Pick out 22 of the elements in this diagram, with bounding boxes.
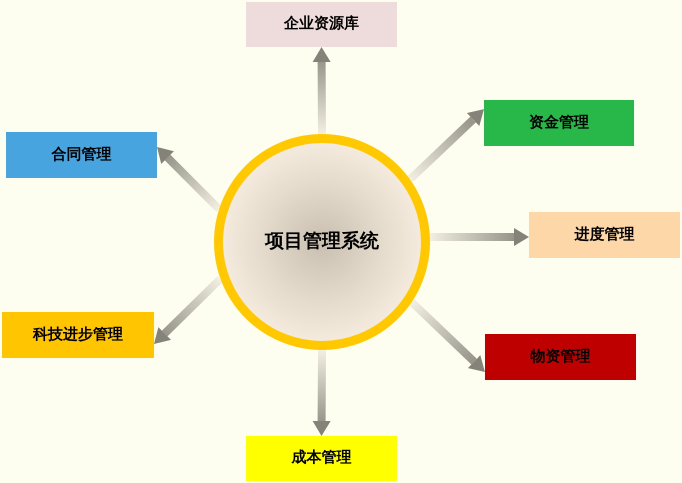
module-box — [485, 334, 636, 380]
arrow — [154, 276, 224, 344]
arrow — [407, 109, 484, 182]
arrow — [430, 228, 529, 246]
module-title: 成本管理 — [292, 450, 352, 467]
arrow — [312, 350, 331, 436]
arrow — [157, 146, 222, 212]
module-title: 合同管理 — [52, 146, 112, 164]
module-box — [529, 212, 680, 258]
module-box — [246, 2, 397, 47]
arrow — [312, 47, 331, 134]
module-box — [2, 312, 154, 358]
module-title: 企业资源库 — [284, 16, 359, 33]
hub-title: 项目管理系统 — [265, 232, 379, 252]
arrow — [408, 299, 485, 372]
module-title: 物资管理 — [530, 348, 590, 366]
module-title: 资金管理 — [529, 114, 589, 132]
module-box — [6, 132, 157, 178]
module-box — [246, 436, 397, 481]
module-title: 进度管理 — [574, 226, 634, 244]
module-box — [484, 100, 634, 146]
module-title: 科技进步管理 — [33, 326, 123, 344]
